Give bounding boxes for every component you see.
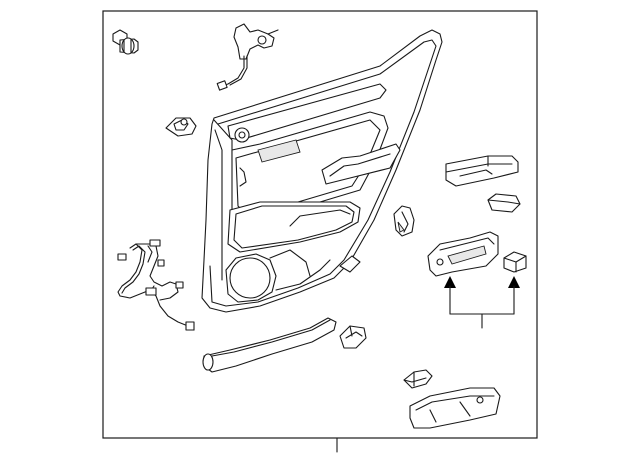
diagram-frame	[102, 10, 538, 439]
door-panel-icon	[201, 29, 443, 313]
bezel-icon	[445, 155, 519, 187]
button-icon	[487, 193, 521, 213]
lamp-icon	[403, 369, 433, 389]
wire-bracket-icon	[216, 23, 279, 91]
callout-arrows	[444, 276, 520, 329]
switch-icon	[427, 231, 499, 277]
bolt-icon	[112, 29, 139, 55]
clip-icon	[339, 325, 367, 349]
harness-icon	[117, 239, 195, 331]
cap-icon	[165, 117, 197, 137]
molding-icon	[202, 317, 337, 373]
latch-bracket-icon	[393, 205, 415, 237]
small-switch-icon	[503, 251, 527, 273]
cover-icon	[409, 387, 501, 429]
